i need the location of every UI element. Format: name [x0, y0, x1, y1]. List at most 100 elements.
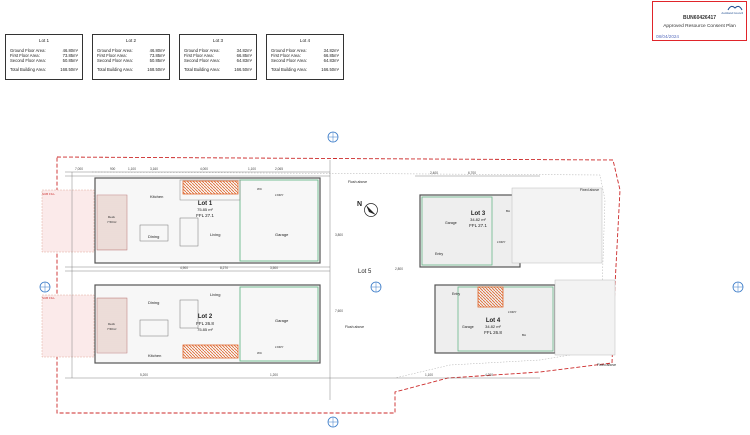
area-row: Ground Floor Area:46.80m² [97, 47, 165, 53]
dimension-label: 4,900 [180, 266, 188, 270]
annotation: Fixed above [580, 188, 599, 192]
annotation: Flush above [348, 180, 367, 184]
stair-lot-1 [182, 180, 239, 195]
room-label: 7.50m² [107, 327, 116, 331]
area-row: Second Floor Area:64.83m² [271, 58, 339, 64]
dimension-label: 5,200 [140, 373, 148, 377]
dimension-label: 2,400 [430, 171, 438, 175]
lot-area: 34.82 m² [485, 324, 501, 329]
lot-area: 75.85 m² [197, 207, 213, 212]
lot-ffl: FFL 27.1 [469, 223, 487, 228]
deck-lot-1 [96, 194, 128, 251]
stair-lot-2 [182, 344, 239, 359]
dimension-label: 4,200 [485, 373, 493, 377]
unit-lot-4 [434, 279, 616, 356]
room-label: BA [506, 209, 510, 213]
section-marker-mid [370, 281, 382, 293]
dimension-label: 2,800 [395, 267, 403, 271]
area-table-lot-4: Lot 4 Ground Floor Area:34.82m² First Fl… [266, 34, 344, 80]
annotation: SUB FILL [42, 296, 55, 300]
dimension-lines [65, 160, 540, 400]
council-logo-icon [727, 5, 743, 11]
lot-label: Lot 4 [486, 318, 501, 324]
dimension-label: 1,200 [270, 373, 278, 377]
area-row: Ground Floor Area:34.82m² [184, 47, 252, 53]
area-table-title: Lot 3 [212, 38, 224, 43]
annotation: Fixed above [597, 363, 616, 367]
room-label: Deck [108, 322, 115, 326]
lot-5-label: Lot 5 [358, 269, 372, 275]
area-row: First Floor Area:66.85m² [184, 52, 252, 58]
area-row: Second Floor Area:50.85m² [10, 58, 78, 64]
unit-lot-2 [94, 284, 321, 364]
area-total-row: Total Building Area:166.50m² [271, 67, 339, 73]
room-label: WC [257, 187, 263, 191]
area-total-row: Total Building Area:168.50m² [97, 67, 165, 73]
dimension-label: 8,270 [220, 266, 228, 270]
dimension-label: 1,100 [128, 167, 136, 171]
room-label: Garage [275, 318, 289, 323]
lot-ffl: FFL 26.8 [196, 321, 214, 326]
lot-label: Lot 1 [198, 201, 213, 207]
sub-fill-zone [41, 189, 95, 253]
dimension-label: 3,160 [150, 167, 158, 171]
dimension-label: 3,500 [270, 266, 278, 270]
area-row: First Floor Area:73.85m² [97, 52, 165, 58]
area-table-title: Lot 1 [38, 38, 50, 43]
area-row: Ground Floor Area:34.82m² [271, 47, 339, 53]
dimension-label: 900 [110, 167, 116, 171]
lot-ffl: FFL 27.1 [196, 213, 214, 218]
room-label: Entry [435, 252, 443, 256]
stair-lot-4 [477, 286, 504, 308]
area-table-title: Lot 4 [299, 38, 311, 43]
room-label: WC [257, 351, 263, 355]
room-label: 7.50m² [107, 220, 116, 224]
area-row: Second Floor Area:50.85m² [97, 58, 165, 64]
unit-lot-1 [94, 177, 321, 264]
annotation: SUB FILL [42, 192, 55, 196]
room-label: Entry [452, 292, 460, 296]
dimension-label: 7,000 [75, 167, 83, 171]
area-row: Ground Floor Area:46.80m² [10, 47, 78, 53]
setback-line [91, 171, 606, 379]
consent-status: Approved Resource Consent Plan [663, 24, 736, 29]
annotation: Flush above [345, 325, 364, 329]
council-logo-text: Auckland Council [721, 11, 743, 15]
sub-fill-zone [41, 294, 95, 358]
area-total-row: Total Building Area:168.50m² [10, 67, 78, 73]
unit-lot-3 [419, 187, 603, 268]
lot-area: 75.85 m² [197, 327, 213, 332]
room-label: Living [210, 232, 220, 237]
lot-label: Lot 2 [198, 314, 213, 320]
area-row: First Floor Area:73.85m² [10, 52, 78, 58]
room-label: L'DRY [275, 345, 284, 349]
room-label: Dining [148, 234, 159, 239]
lot-ffl: FFL 26.8 [484, 330, 502, 335]
area-row: First Floor Area:66.85m² [271, 52, 339, 58]
dimension-label: 1,100 [425, 373, 433, 377]
dimension-label: 1,100 [248, 167, 256, 171]
site-boundary [56, 156, 621, 414]
room-label: Living [210, 292, 220, 297]
room-label: Dining [148, 300, 159, 305]
north-label: N [357, 201, 362, 208]
consent-stamp: Auckland Council BUN60426417 Approved Re… [652, 1, 747, 41]
dimension-label: 3,800 [335, 233, 343, 237]
room-label: Deck [108, 215, 115, 219]
room-label: Kitchen [148, 353, 161, 358]
dimension-label: 6,700 [468, 171, 476, 175]
section-marker-bottom [327, 416, 339, 428]
deck-lot-2 [96, 297, 128, 354]
room-label: L'DRY [508, 310, 517, 314]
section-marker-right [732, 281, 744, 293]
room-label: Garage [445, 221, 457, 225]
north-arrow-icon: N [357, 201, 378, 217]
section-marker-left [39, 281, 51, 293]
dimension-label: 4,000 [200, 167, 208, 171]
room-label: Garage [275, 232, 289, 237]
room-label: Kitchen [150, 194, 163, 199]
section-marker-top [327, 131, 339, 143]
dimension-label: 7,600 [335, 309, 343, 313]
room-label: Garage [462, 325, 474, 329]
